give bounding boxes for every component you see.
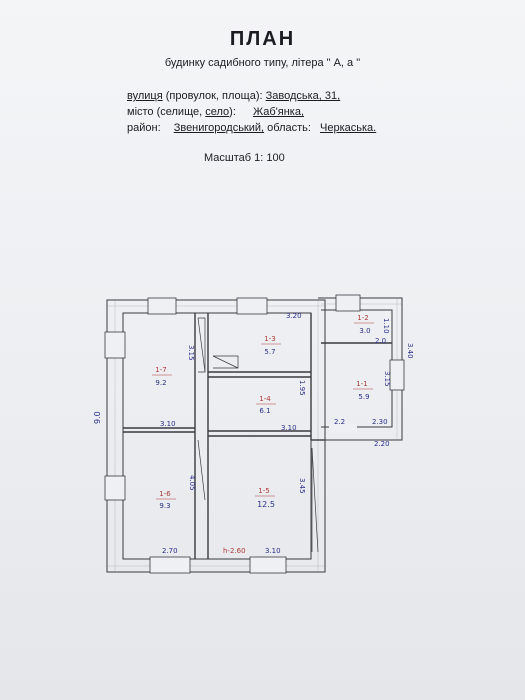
dim-left-height: 9.0 xyxy=(93,411,102,424)
room-label-1-6: 1-6 xyxy=(159,490,171,498)
dim-r7-width: 3.10 xyxy=(160,420,176,428)
street-line: вулиця (провулок, площа): Заводська, 31, xyxy=(127,90,340,102)
dim-annex-bottom-b: 2.30 xyxy=(372,418,388,426)
dim-annex-bottom-a: 2.2 xyxy=(334,418,345,426)
dim-r5-width: 3.10 xyxy=(265,547,281,555)
scale-label: Масштаб 1: 100 xyxy=(204,152,285,164)
dim-small-top: 1.10 xyxy=(382,318,390,334)
dim-r6-height: 4.05 xyxy=(188,475,196,491)
room-area-1-7: 9.2 xyxy=(155,379,166,387)
room-label-1-4: 1-4 xyxy=(259,395,271,403)
room-label-1-3: 1-3 xyxy=(264,335,275,343)
dim-r1-height: 3.15 xyxy=(383,371,391,387)
district-line: район: Звенигородський, область: Черкась… xyxy=(127,122,376,134)
dim-annex-right: 3.40 xyxy=(406,343,414,359)
room-label-1-5: 1-5 xyxy=(258,487,269,495)
room-area-1-2: 3.0 xyxy=(359,327,370,335)
street-value: Заводська, 31, xyxy=(265,90,341,102)
dim-height-label: h-2.60 xyxy=(223,547,246,555)
room-area-1-1: 5.9 xyxy=(358,393,369,401)
district-label: район: xyxy=(127,122,161,134)
city-selo: село xyxy=(205,106,230,118)
dim-top-right-small: 3.20 xyxy=(286,312,302,320)
wall-hatch xyxy=(107,298,402,572)
region-value: Черкаська. xyxy=(320,122,377,134)
room-area-1-6: 9.3 xyxy=(159,502,170,510)
city-line: місто (селище, село): Жаб'янка, xyxy=(127,106,304,118)
dim-annex-bottom-c: 2.20 xyxy=(374,440,390,448)
room-area-1-3: 5.7 xyxy=(264,348,275,356)
city-label: місто (селище, xyxy=(127,106,206,118)
room-label-1-1: 1-1 xyxy=(356,380,367,388)
plan-title: ПЛАН xyxy=(229,28,296,50)
street-label: вулиця xyxy=(127,90,163,102)
plan-subtitle: будинку садибного типу, літера " А, а " xyxy=(164,57,361,69)
street-suffix: (провулок, площа): xyxy=(162,90,263,102)
dim-r6-width: 2.70 xyxy=(162,547,178,555)
annex-inner-wall xyxy=(321,309,393,428)
door-opening xyxy=(329,424,357,432)
interior-partitions xyxy=(123,313,392,559)
city-close: ): xyxy=(229,106,236,118)
stair-marks xyxy=(197,317,319,553)
dim-r4-height: 1.95 xyxy=(298,380,306,396)
dim-r7-height: 3.15 xyxy=(187,345,195,361)
room-area-1-5: 12.5 xyxy=(257,500,275,509)
dim-r5-height: 3.45 xyxy=(298,478,306,494)
room-area-1-4: 6.1 xyxy=(259,407,270,415)
room-label-underlines xyxy=(152,322,374,500)
dim-small-width: 2.0 xyxy=(375,337,386,345)
region-label: область: xyxy=(264,122,311,134)
room-label-1-7: 1-7 xyxy=(155,366,166,374)
room-label-1-2: 1-2 xyxy=(357,314,368,322)
window-openings xyxy=(104,294,405,574)
district-value: Звенигородський, xyxy=(173,122,265,134)
dim-r4-width: 3.10 xyxy=(281,424,297,432)
outer-wall xyxy=(106,299,326,573)
city-value: Жаб'янка, xyxy=(252,106,305,118)
